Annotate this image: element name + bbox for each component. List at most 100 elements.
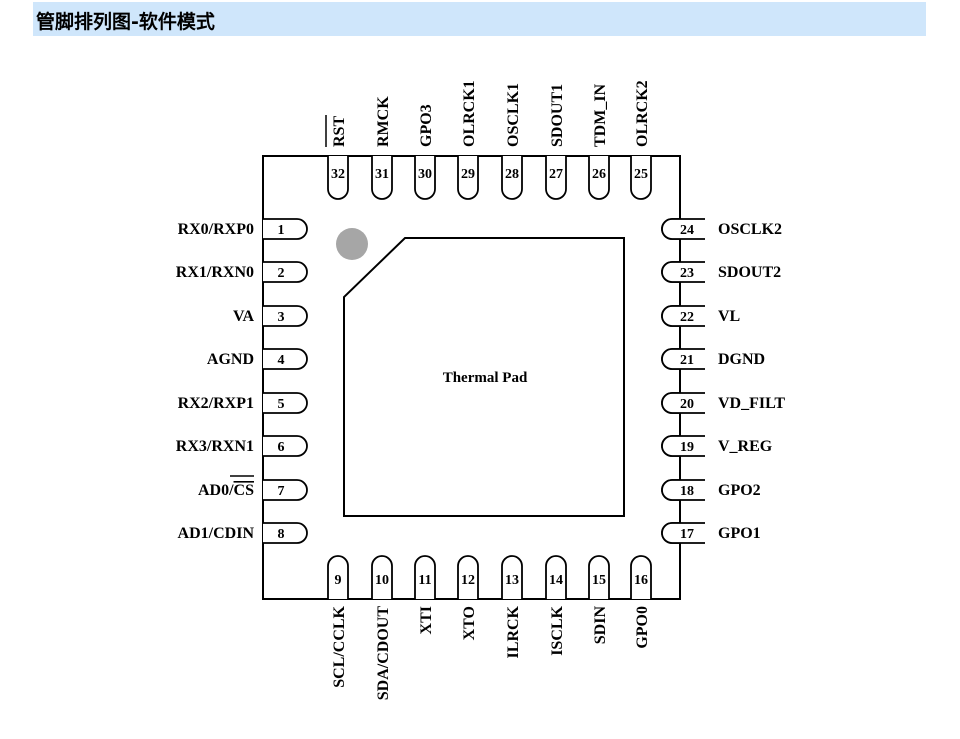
pin-pad-outline [661,348,705,370]
pin-pad [414,156,436,200]
pin-name: ILRCK [505,605,522,658]
pin-number: 3 [278,310,285,325]
pin-20: 20 VD_FILT [661,392,785,414]
pin-number: 4 [278,353,285,368]
pin-number: 24 [680,223,694,238]
pin-name: AD1/CDIN [178,525,255,542]
pin-number: 2 [278,266,285,281]
pin-name: AGND [207,351,254,368]
thermal-pad-label: Thermal Pad [443,370,528,386]
pin-pad-outline [661,479,705,501]
pin-name: SDIN [592,606,609,645]
pin-pad [263,479,308,501]
pin-pad-outline [661,218,705,240]
pin-name: SDOUT1 [549,84,566,147]
pin-name: DGND [718,351,765,368]
pin-pad-outline [661,261,705,283]
pin1-marker [336,228,368,260]
pin-name: SDOUT2 [718,264,781,281]
pin-27: 27 SDOUT1 [545,84,567,200]
pin-name: VD_FILT [718,395,785,412]
pin-name: OSCLK2 [718,221,782,238]
pin-pad [630,555,652,599]
pin-name: RX0/RXP0 [178,221,254,238]
pin-number: 30 [418,167,432,182]
pin-8: 8 AD1/CDIN [178,522,308,544]
pin-number: 31 [375,167,389,182]
pin-number: 12 [461,573,475,588]
pin-number: 10 [375,573,389,588]
pin-name-active-low: CS [234,482,255,499]
pin-number: 11 [418,573,431,588]
pin-name: TDM_IN [592,83,609,147]
pin-pad [263,305,308,327]
pin-number: 29 [461,167,475,182]
page-title: 管脚排列图-软件模式 [36,11,215,33]
pin-pad-outline [661,392,705,414]
pin-name: VL [718,308,740,325]
pin-pad [371,555,393,599]
pin-name: AD0/CS [198,482,254,499]
pin-number: 17 [680,527,694,542]
pin-pad [588,555,610,599]
pin-number: 19 [680,440,694,455]
title-bar: 管脚排列图-软件模式 [33,2,926,36]
pin-name: OSCLK1 [505,83,522,147]
pin-pad [263,435,308,457]
pin-number: 27 [549,167,563,182]
pin-28: 28 OSCLK1 [501,83,523,200]
pin-pad [501,156,523,200]
pin-pad [263,261,308,283]
pin-number: 13 [505,573,519,588]
pin-pad-outline [661,305,705,327]
pin-name-prefix: AD0/ [198,482,234,499]
pin-name: GPO0 [634,606,651,649]
pin-25: 25 OLRCK2 [630,80,652,200]
pin-name: RX2/RXP1 [178,395,254,412]
pin-number: 18 [680,484,694,499]
pin-18: 18 GPO2 [661,479,761,501]
pin-name: RX1/RXN0 [176,264,254,281]
pin-number: 8 [278,527,285,542]
pin-pad-outline [661,435,705,457]
pin-pad [414,555,436,599]
pin-17: 17 GPO1 [661,522,761,544]
pin-pad [545,555,567,599]
pin-number: 25 [634,167,648,182]
pin-pad [501,555,523,599]
pin-name: XTI [418,606,435,634]
pin-pad [588,156,610,200]
pin-pad [545,156,567,200]
pin-pad [263,392,308,414]
pin-name: VA [233,308,254,325]
pin-number: 9 [335,573,342,588]
pin-name: RX3/RXN1 [176,438,254,455]
pin-pad [457,555,479,599]
pin-name: GPO1 [718,525,761,542]
pin-pad [263,218,308,240]
pin-name: GPO2 [718,482,761,499]
pin-pad [371,156,393,200]
pin-number: 28 [505,167,519,182]
pin-4: 4 AGND [207,348,308,370]
thermal-pad [343,237,625,517]
pins-layer: 1RX0/RXP02RX1/RXN03VA4AGND5RX2/RXP16RX3/… [176,80,786,700]
pin-number: 20 [680,397,694,412]
pin-name: OLRCK2 [634,80,651,147]
pin-name: RMCK [375,96,392,147]
pin-number: 22 [680,310,694,325]
